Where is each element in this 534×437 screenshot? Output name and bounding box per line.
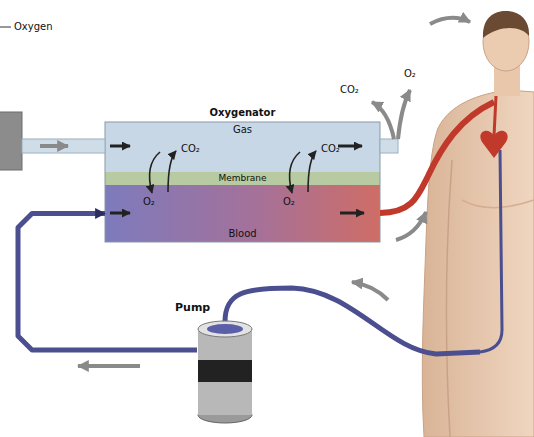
artery (494, 96, 496, 136)
gas-label: O₂ (283, 196, 295, 208)
vein (480, 150, 502, 352)
node-label: Blood (105, 228, 380, 240)
flow-arrow (340, 212, 364, 215)
patient-torso (422, 90, 534, 437)
flow-arrow (110, 212, 130, 215)
pump-inlet (207, 324, 243, 334)
blood-chamber-fill (105, 185, 380, 242)
gas-label: CO₂ (321, 143, 340, 155)
flow-arrow (110, 145, 130, 148)
node-label: Gas (105, 122, 380, 136)
blood-chamber: Blood (105, 185, 380, 242)
gas-label: O₂ (404, 68, 416, 80)
pump-casing (198, 329, 252, 415)
diffusion-arrow (290, 152, 300, 193)
node-label: Pump (175, 301, 210, 315)
diffusion-arrow (168, 151, 176, 192)
pump-band (198, 360, 252, 382)
tube-group (18, 214, 197, 351)
oxygenator-outline (105, 122, 380, 242)
gas-label: O₂ (143, 196, 155, 208)
oxygenator-bands (105, 122, 380, 242)
flow-arrow (40, 144, 68, 148)
venous-tube (225, 288, 480, 354)
diffusion-arrow (308, 151, 316, 192)
arterial-tube (380, 102, 494, 213)
diffusion-arrow (150, 152, 160, 193)
exhaust-arrow (398, 90, 410, 139)
exhaust-arrow (372, 102, 394, 139)
arm-contour (446, 160, 452, 437)
flow-arrow (396, 212, 426, 240)
flow-arrow (430, 18, 470, 24)
flow-arrow (352, 282, 388, 300)
membrane-band: Membrane (105, 172, 380, 185)
pump-top (198, 321, 252, 337)
node-label: Oxygenator (105, 106, 380, 119)
flow-arrow (338, 145, 362, 148)
gas-label: CO₂ (181, 143, 200, 155)
gas-outlet (380, 139, 398, 153)
heart (480, 131, 507, 158)
pump-body: Pump (197, 320, 253, 424)
flow-arrow (78, 364, 140, 368)
gas-pipe (22, 139, 105, 153)
gas-chamber-fill (105, 122, 380, 172)
chest-contour (462, 200, 534, 208)
patient-hair (483, 11, 529, 38)
pump-symbol (197, 320, 253, 424)
gas-label: CO₂ (340, 84, 359, 96)
membrane-band-fill (105, 172, 380, 185)
node-label: Membrane (105, 172, 380, 185)
source-label: Oxygen (14, 21, 53, 33)
oxygenator-box: OxygenatorGasMembraneBlood (105, 122, 380, 242)
oxygen-tank (0, 112, 22, 170)
leader-line (0, 27, 11, 28)
venous-tube (18, 214, 197, 351)
